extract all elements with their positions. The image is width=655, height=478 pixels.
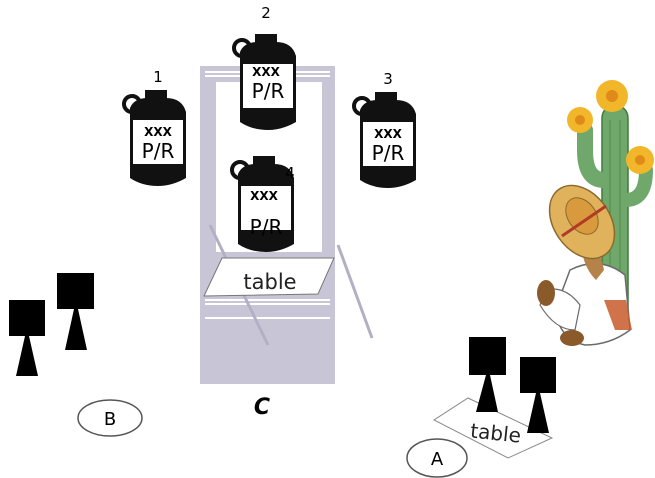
jug-2-line2: P/R: [252, 79, 285, 103]
jug-1-line1: XXX: [144, 125, 173, 139]
floor-table-label: table: [469, 418, 522, 447]
jug-icon: [122, 90, 186, 186]
table-marker-icon: [469, 337, 506, 412]
table-marker-a1: [469, 337, 506, 412]
jug-3: XXX P/R 3: [352, 70, 416, 188]
shelf-table: table: [203, 257, 335, 297]
table-marker-a2: [520, 357, 556, 433]
jug-3-number: 3: [383, 70, 393, 88]
label-c: C: [254, 395, 270, 420]
jug-1-number: 1: [153, 68, 163, 86]
label-a-text: A: [431, 449, 444, 470]
jug-icon: [230, 156, 294, 252]
table-marker-b1: [9, 300, 45, 376]
jug-3-line1: XXX: [374, 127, 403, 141]
jug-4: XXX P/R 4: [230, 156, 295, 252]
label-a: A: [406, 438, 468, 478]
table-marker-b2: [57, 273, 94, 350]
table-marker-icon: [520, 357, 556, 433]
jug-icon: [232, 34, 296, 130]
jug-4-line1: XXX: [250, 189, 279, 203]
label-b-text: B: [104, 409, 116, 430]
jug-3-line2: P/R: [372, 141, 405, 165]
jug-icon: [352, 92, 416, 188]
jug-2-line1: XXX: [252, 65, 281, 79]
table-marker-icon: [9, 300, 45, 376]
floor-table: table: [433, 397, 554, 459]
table-marker-icon: [57, 273, 94, 350]
jug-4-line2: P/R: [250, 215, 283, 239]
jug-1: XXX P/R 1: [122, 68, 186, 186]
label-b: B: [77, 399, 143, 437]
sleeping-man-icon: [537, 184, 632, 346]
shelf-table-label: table: [243, 270, 296, 294]
jug-1-line2: P/R: [142, 139, 175, 163]
jug-4-number: 4: [285, 164, 295, 182]
jug-2-number: 2: [261, 4, 271, 22]
jug-2: XXX P/R 2: [232, 4, 296, 130]
